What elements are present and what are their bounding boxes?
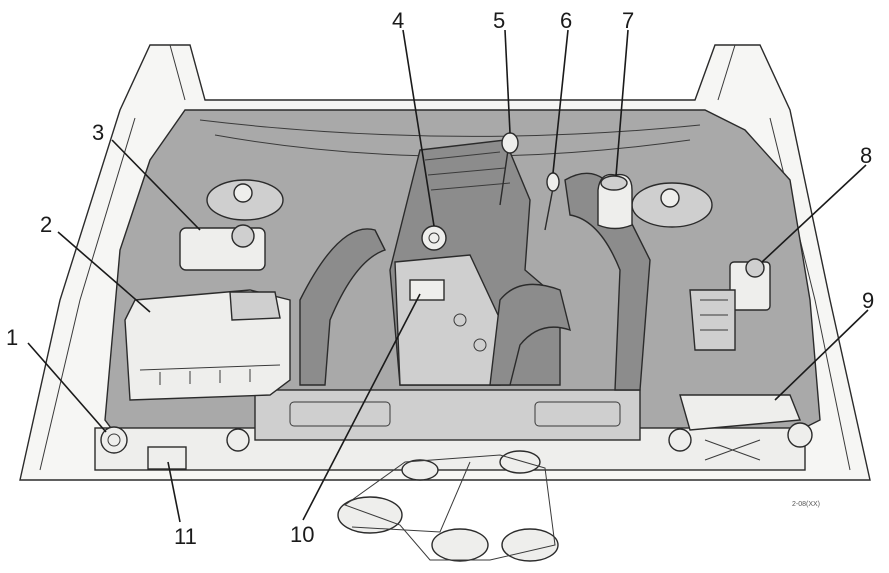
callout-4: 4 — [392, 8, 404, 33]
identification-plate — [148, 447, 186, 469]
callout-7: 7 — [622, 8, 634, 33]
callout-9: 9 — [862, 288, 874, 313]
callout-2: 2 — [40, 212, 52, 237]
callout-3: 3 — [92, 120, 104, 145]
coolant-expansion-tank — [180, 225, 265, 270]
brake-fluid-reservoir — [598, 175, 632, 229]
callout-11: 11 — [174, 524, 197, 549]
air-filter-housing — [125, 290, 290, 400]
callout-8: 8 — [860, 143, 872, 168]
reference-code: 2-08(XX) — [792, 501, 820, 508]
timing-cover-label — [410, 280, 444, 300]
callout-6: 6 — [560, 8, 572, 33]
callout-5: 5 — [493, 8, 505, 33]
callout-10: 10 — [290, 522, 314, 547]
oil-filler-cap — [422, 226, 446, 250]
callout-1: 1 — [6, 325, 18, 350]
